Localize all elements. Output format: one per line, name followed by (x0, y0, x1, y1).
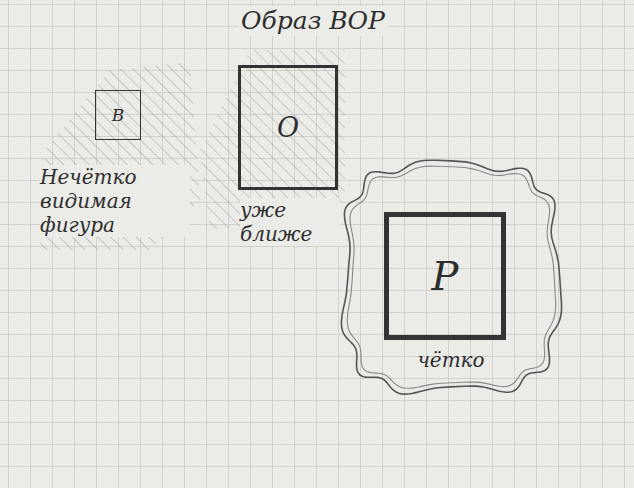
diagram-title: Образ ВОР (238, 6, 388, 36)
handwritten-note: Нечётко видимая фигура (40, 165, 190, 237)
square-figure: Р (384, 212, 506, 340)
figure-letter: О (277, 112, 299, 143)
figure-note: чётко (338, 348, 564, 372)
handwritten-note: уже ближе (240, 198, 340, 246)
figure-letter: В (112, 105, 125, 125)
square-figure: О (238, 65, 338, 190)
square-figure: В (95, 90, 141, 140)
cloud-region: чётко Р (338, 158, 564, 398)
figure-letter: Р (432, 253, 459, 299)
hatched-blur (40, 62, 200, 250)
